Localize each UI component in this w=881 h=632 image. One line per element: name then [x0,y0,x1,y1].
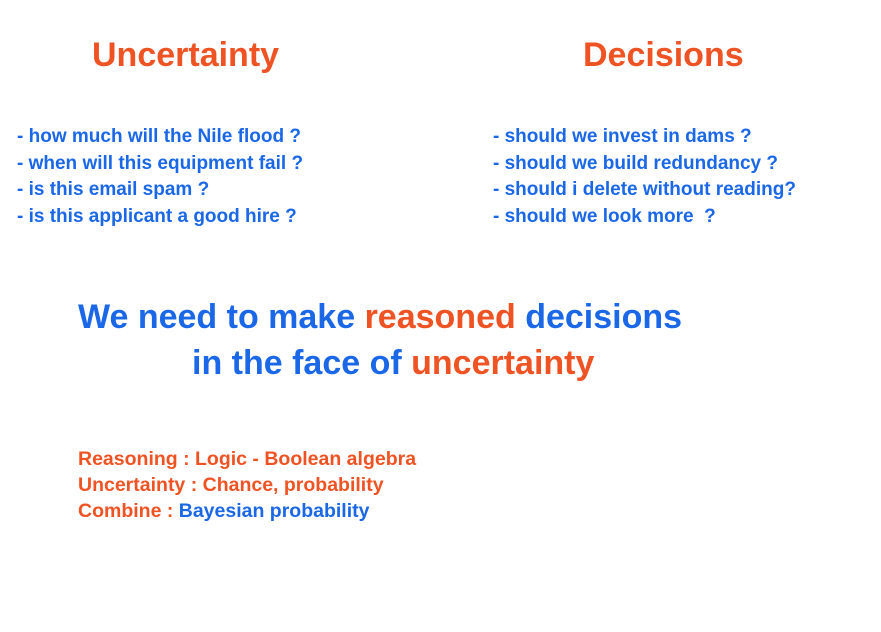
statement-highlight: uncertainty [411,344,595,382]
uncertainty-heading: Uncertainty [92,36,280,74]
statement-text: in the face of [192,344,412,382]
list-item: - is this email spam ? [17,179,210,200]
statement-text: We need to make [78,298,365,336]
list-item: - when will this equipment fail ? [17,152,304,174]
summary-uncertainty: Uncertainty : Chance, probability [78,474,384,496]
decisions-question-list: - should we invest in dams ? - should we… [493,124,796,230]
list-item: - should we look more ? [493,205,716,227]
statement-text: decisions [515,298,683,336]
list-item: - should we build redundancy ? [493,152,779,174]
decisions-heading: Decisions [583,36,744,74]
main-statement-line-1: We need to make reasoned decisions [78,295,682,339]
list-item: - how much will the Nile flood ? [17,126,301,147]
uncertainty-question-list: - how much will the Nile flood ? - when … [17,124,303,230]
list-item: - should we invest in dams ? [493,126,752,147]
summary-combine-label: Combine : [78,500,179,522]
summary-combine-value: Bayesian probability [178,500,370,522]
list-item: - should i delete without reading? [493,179,796,200]
summary-combine: Combine : Bayesian probability [78,498,369,525]
statement-highlight: reasoned [364,298,516,336]
list-item: - is this applicant a good hire ? [17,205,297,227]
summary-reasoning: Reasoning : Logic - Boolean algebra [78,448,417,470]
main-statement-line-2: in the face of uncertainty [192,341,594,385]
